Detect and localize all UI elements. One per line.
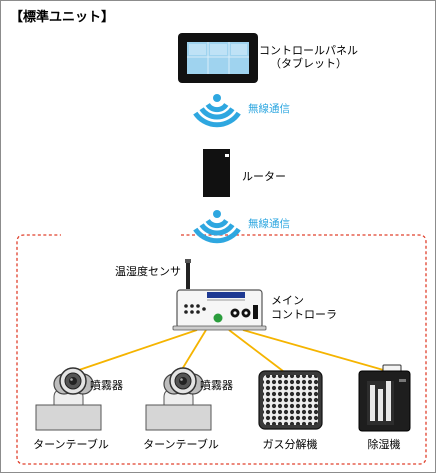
control-panel-label: コントロールパネル （タブレット） xyxy=(259,44,358,70)
gas-analyzer-label: ガス分解機 xyxy=(262,438,318,451)
sprayer-icon-right xyxy=(145,367,212,431)
wireless-icon-lower xyxy=(193,210,241,244)
tablet-icon xyxy=(178,33,258,83)
wireless-label-lower: 無線通信 xyxy=(248,218,290,230)
controller-icon xyxy=(172,289,267,331)
controller-label-line1: メイン xyxy=(271,294,304,307)
control-panel-label-line2: （タブレット） xyxy=(270,57,347,70)
controller-label-line2: コントローラ xyxy=(271,308,337,321)
controller-label: メイン コントローラ xyxy=(271,294,337,322)
dehumidifier-label: 除湿機 xyxy=(367,438,401,451)
connection-lines xyxy=(75,329,388,372)
sprayer-label-right: 噴霧器 xyxy=(200,379,233,392)
dehumidifier-icon xyxy=(358,364,411,432)
wireless-icon-upper xyxy=(193,94,241,128)
turntable-label-left: ターンテーブル xyxy=(33,438,109,451)
gas-analyzer-icon xyxy=(258,370,323,430)
sprayer-icon-left xyxy=(35,367,102,431)
wireless-label-upper: 無線通信 xyxy=(248,103,290,115)
router-icon xyxy=(203,149,230,197)
control-panel-label-line1: コントロールパネル xyxy=(259,44,358,57)
sensor-probe xyxy=(185,259,191,289)
diagram-title: 【標準ユニット】 xyxy=(10,10,115,25)
router-label: ルーター xyxy=(242,170,286,183)
turntable-label-right: ターンテーブル xyxy=(143,438,219,451)
sensor-label: 温湿度センサ xyxy=(115,265,181,278)
sprayer-label-left: 噴霧器 xyxy=(90,379,123,392)
site-boundary xyxy=(16,234,427,465)
